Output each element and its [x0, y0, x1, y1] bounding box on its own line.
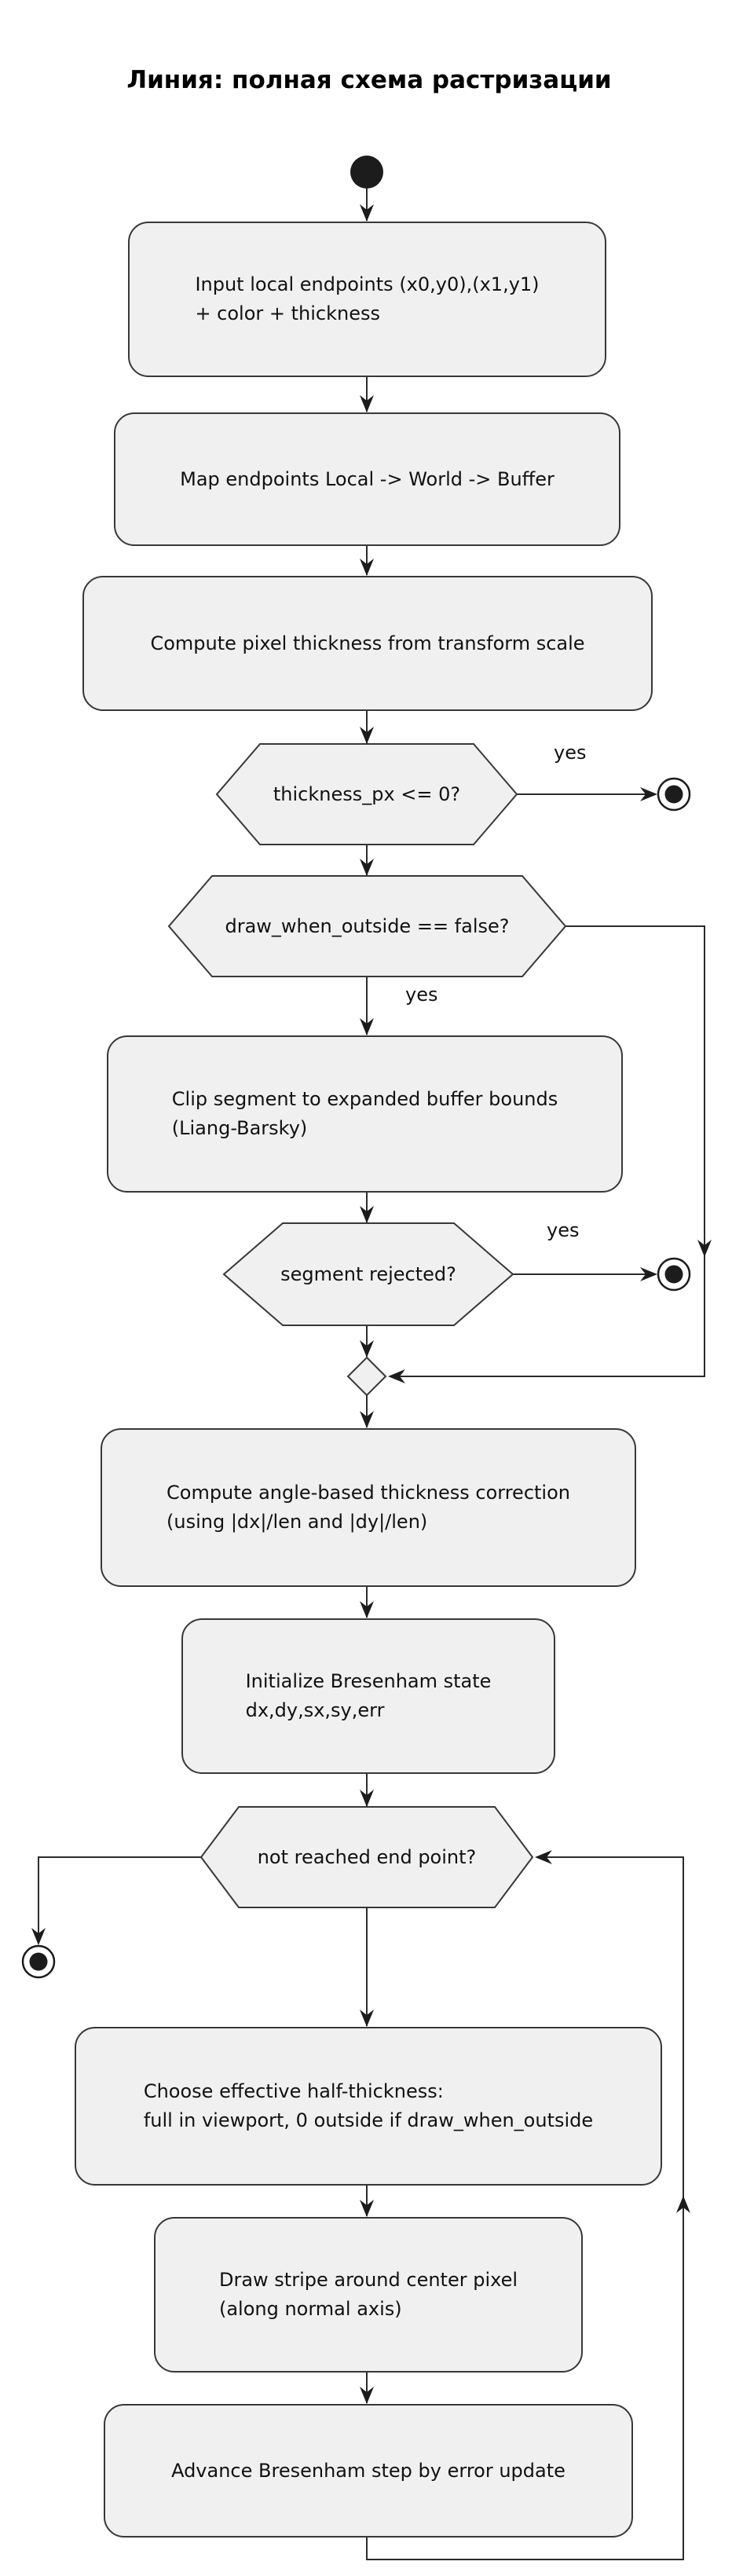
activity-draw-stripe: Draw stripe around center pixel (along n… [154, 2217, 583, 2373]
arrowhead-down [360, 1206, 374, 1223]
activity-input-endpoints: Input local endpoints (x0,y0),(x1,y1) + … [128, 222, 606, 377]
arrowhead-down [360, 204, 374, 222]
start-node [350, 156, 383, 189]
decision-loop-condition-shape [199, 1806, 534, 1908]
activity-advance-step: Advance Bresenham step by error update [104, 2404, 633, 2538]
arrowhead-down [360, 1340, 374, 1358]
edge-loop-exit-end [38, 1856, 201, 1944]
end-node-final-inner [29, 1952, 48, 1971]
edge-label-thickness-yes: yes [554, 742, 587, 764]
activity-compute-pixel-thickness: Compute pixel thickness from transform s… [82, 576, 653, 711]
activity-label: Map endpoints Local -> World -> Buffer [180, 467, 555, 490]
arrowhead-down [360, 559, 374, 576]
arrowheads [31, 204, 712, 2404]
edge-label-segment-rejected-yes: yes [547, 1219, 580, 1241]
arrowhead-up [676, 2196, 690, 2213]
activity-angle-correction: Compute angle-based thickness correction… [101, 1428, 636, 1587]
end-nodes [21, 777, 691, 1979]
decision-segment-rejected-label: segment rejected? [280, 1263, 456, 1285]
arrowhead-down [360, 859, 374, 876]
arrowhead-down [360, 1411, 374, 1428]
activity-label: Compute angle-based thickness correction… [167, 1482, 570, 1533]
activity-label: Choose effective half-thickness: full in… [143, 2080, 594, 2131]
activity-label: Clip segment to expanded buffer bounds (… [171, 1088, 558, 1139]
arrowhead-left [388, 1369, 405, 1383]
arrowhead-down [360, 2010, 374, 2027]
activity-init-bresenham: Initialize Bresenham state dx,dy,sx,sy,e… [181, 1618, 555, 1774]
arrowhead-down [360, 2387, 374, 2404]
decision-thickness-shape [215, 743, 518, 845]
edge-loop-back [366, 1856, 684, 2560]
arrowhead-left [535, 1850, 552, 1864]
arrowhead-down [697, 1240, 712, 1257]
arrowhead-down [31, 1928, 46, 1945]
decision-segment-rejected-shape [222, 1222, 514, 1326]
activity-label: Compute pixel thickness from transform s… [150, 632, 585, 654]
arrowhead-down [360, 727, 374, 744]
end-node-thickness-inner [664, 785, 683, 804]
arrowhead-right [640, 1267, 657, 1281]
arrowhead-right [640, 787, 657, 801]
activity-choose-half-thickness: Choose effective half-thickness: full in… [75, 2027, 662, 2186]
arrowhead-down [360, 1601, 374, 1618]
arrowhead-down [360, 1790, 374, 1807]
decision-draw-when-outside-label: draw_when_outside == false? [225, 915, 510, 937]
arrowhead-down [360, 395, 374, 412]
diagram-title: Линия: полная схема растризации [126, 66, 612, 94]
decision-loop-condition-label: not reached end point? [257, 1846, 477, 1868]
decision-shapes [167, 743, 567, 1908]
activity-clip-segment: Clip segment to expanded buffer bounds (… [107, 1035, 623, 1193]
activity-label: Initialize Bresenham state dx,dy,sx,sy,e… [245, 1670, 492, 1721]
edge-label-draw-when-outside-yes: yes [405, 984, 438, 1006]
arrowhead-down [360, 2200, 374, 2217]
decision-thickness-label: thickness_px <= 0? [273, 783, 461, 805]
merge-diamond [346, 1356, 387, 1397]
activity-label: Draw stripe around center pixel (along n… [218, 2269, 518, 2320]
edge-checkoutside-no-bypass [390, 925, 705, 1377]
activity-label: Input local endpoints (x0,y0),(x1,y1) + … [195, 273, 540, 324]
activity-label: Advance Bresenham step by error update [171, 2459, 565, 2482]
end-node-rejected-inner [664, 1265, 683, 1284]
activity-map-endpoints: Map endpoints Local -> World -> Buffer [114, 412, 620, 546]
arrowhead-down [360, 1018, 374, 1035]
decision-draw-when-outside-shape [167, 875, 567, 977]
